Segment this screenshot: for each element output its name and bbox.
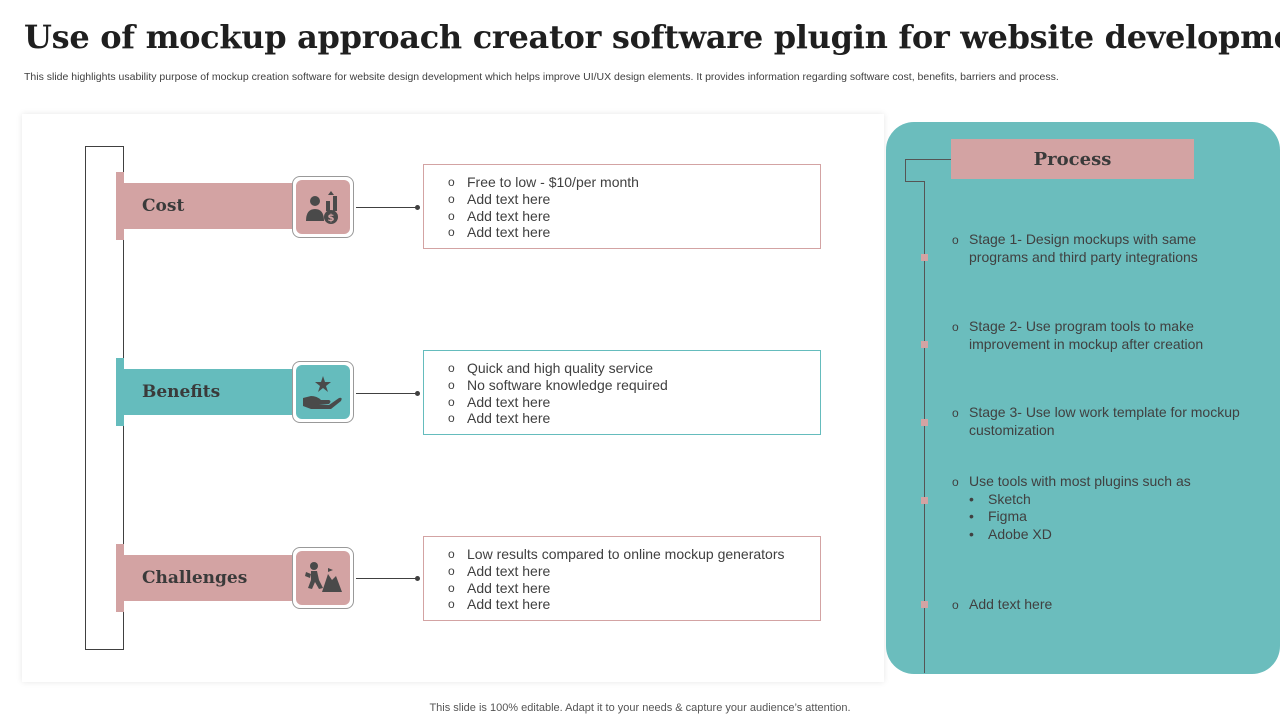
- list-item: Free to low - $10/per month: [448, 174, 820, 191]
- challenges-bar-stub: [116, 544, 124, 612]
- process-panel: [886, 122, 1280, 674]
- benefits-connector: [356, 391, 420, 396]
- benefits-icon-box: [292, 361, 354, 423]
- challenges-label: Challenges: [142, 568, 248, 588]
- benefits-text-box: Quick and high quality service No softwa…: [423, 350, 821, 435]
- timeline-marker: [921, 419, 928, 426]
- tool-item: Adobe XD: [969, 526, 1252, 544]
- money-growth-icon: $: [306, 191, 338, 224]
- footer-note: This slide is 100% editable. Adapt it to…: [429, 702, 851, 714]
- timeline-marker: [921, 497, 928, 504]
- benefits-bar-stub: [116, 358, 124, 426]
- list-item: Quick and high quality service: [448, 360, 820, 377]
- svg-text:$: $: [328, 213, 335, 224]
- timeline-marker: [921, 601, 928, 608]
- cost-label: Cost: [142, 196, 185, 216]
- cost-icon-box: $: [292, 176, 354, 238]
- cost-text-box: Free to low - $10/per month Add text her…: [423, 164, 821, 249]
- tool-item: Figma: [969, 508, 1252, 526]
- cost-bar-stub: [116, 172, 124, 240]
- page-subtitle: This slide highlights usability purpose …: [24, 71, 1059, 83]
- process-connector-line: [905, 181, 925, 182]
- challenges-icon-box: [292, 547, 354, 609]
- list-item: Add text here: [448, 191, 820, 208]
- challenges-text-box: Low results compared to online mockup ge…: [423, 536, 821, 621]
- list-item: Add text here: [448, 563, 820, 580]
- cost-label-bar: Cost: [116, 172, 301, 240]
- list-item: Add text here: [448, 224, 820, 241]
- process-connector-line: [905, 159, 906, 181]
- list-item: No software knowledge required: [448, 377, 820, 394]
- timeline-marker: [921, 254, 928, 261]
- process-timeline-line: [924, 181, 925, 673]
- page-title: Use of mockup approach creator software …: [24, 18, 1280, 56]
- list-item: Add text here: [448, 596, 820, 613]
- list-item: Add text here: [448, 394, 820, 411]
- tools-intro: Use tools with most plugins such as: [969, 473, 1191, 489]
- list-item: Low results compared to online mockup ge…: [448, 546, 820, 563]
- challenges-connector: [356, 576, 420, 581]
- list-item: Add text here: [448, 580, 820, 597]
- tool-item: Sketch: [969, 491, 1252, 509]
- timeline-marker: [921, 341, 928, 348]
- climber-icon: [305, 562, 342, 592]
- benefits-label: Benefits: [142, 382, 221, 402]
- benefits-label-bar: Benefits: [116, 358, 301, 426]
- list-item: Add text here: [448, 208, 820, 225]
- process-connector-line: [905, 159, 951, 160]
- list-item: Add text here: [448, 410, 820, 427]
- cost-connector: [356, 205, 420, 210]
- process-title: Process: [951, 139, 1194, 179]
- hand-star-icon: [303, 376, 342, 409]
- challenges-label-bar: Challenges: [116, 544, 301, 612]
